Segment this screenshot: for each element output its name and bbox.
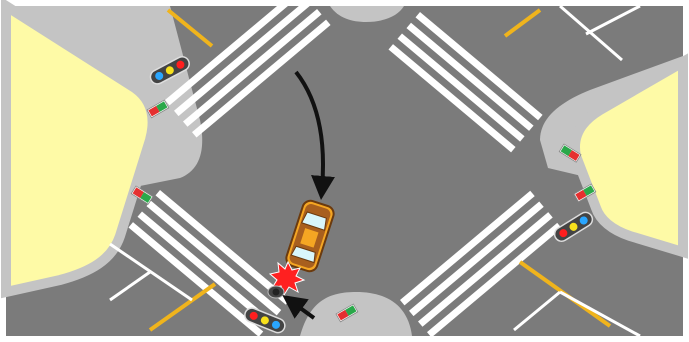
traffic-light-icon: [149, 55, 190, 85]
crosswalk-top-left: [165, 0, 331, 138]
center-line-top-right: [503, 8, 542, 38]
sidewalk-top-center: [330, 6, 404, 22]
lane-line-bottom-left: [109, 242, 193, 302]
lane-line-bottom-left-2: [109, 270, 151, 302]
crosswalk-top-right: [388, 12, 543, 153]
sidewalk-bottom-center: [300, 292, 412, 336]
center-line-top-left: [166, 8, 214, 48]
block-right: [570, 53, 688, 259]
traffic-light-icon: [244, 307, 286, 334]
lane-line-top-right-2: [585, 4, 641, 36]
crosswalk-bottom-left: [128, 190, 291, 337]
block-left: [1, 0, 158, 299]
vehicle-turn-arrow-icon: [294, 70, 335, 200]
center-line-bottom-left: [148, 282, 217, 332]
pedestrian-top-view-icon: [267, 285, 285, 299]
crosswalk-bottom-right: [400, 190, 562, 338]
pedestrian-signal-icon: [146, 99, 170, 119]
traffic-light-icon: [553, 211, 594, 242]
lane-line-bottom-right: [513, 290, 561, 332]
pedestrian-signal-icon: [130, 185, 154, 205]
pedestrian-walk-arrow-icon: [282, 294, 316, 320]
lane-line-bottom-right-2: [559, 290, 641, 338]
pedestrian-signal-icon: [335, 303, 359, 323]
pedestrian-signal-icon: [558, 143, 582, 163]
pedestrian-signal-icon: [573, 183, 597, 203]
